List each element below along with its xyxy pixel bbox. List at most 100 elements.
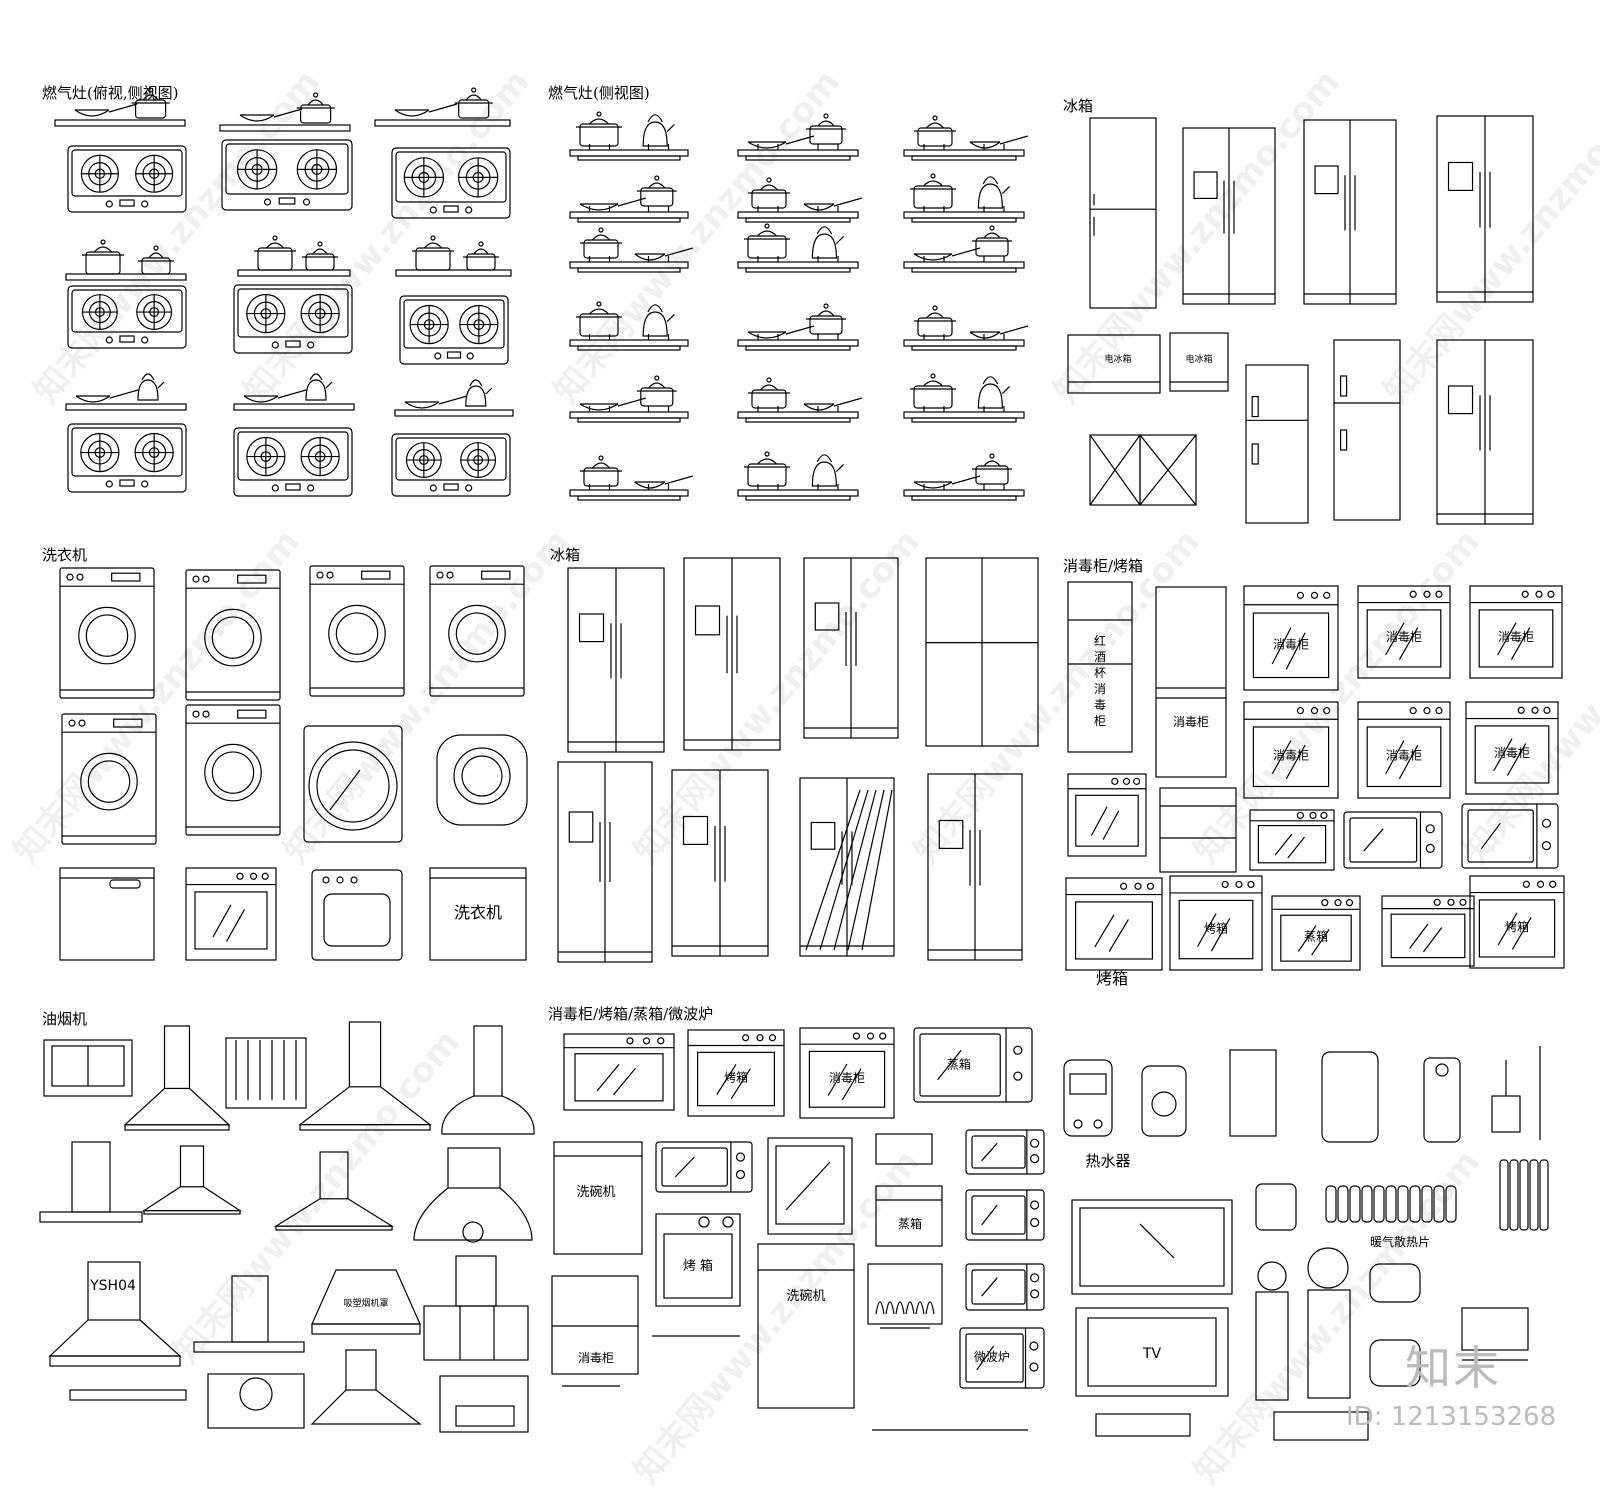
svg-text:蒸箱: 蒸箱 — [898, 1216, 922, 1231]
tea-set — [1461, 1307, 1529, 1361]
svg-text:暖气散热片: 暖气散热片 — [1370, 1234, 1430, 1249]
svg-text:蒸箱: 蒸箱 — [1304, 928, 1328, 943]
image-id: ID: 1213153268 — [1346, 1402, 1557, 1432]
water-heater — [1141, 1065, 1187, 1137]
cookware-on-stove — [233, 373, 355, 411]
water-heater — [1423, 1057, 1461, 1143]
svg-text:蒸箱: 蒸箱 — [947, 1057, 971, 1072]
cookware-on-stove — [219, 92, 351, 132]
disinfect-double: 消毒柜 — [551, 1275, 639, 1375]
svg-text:消毒柜: 消毒柜 — [1498, 630, 1534, 644]
refrigerator — [1436, 339, 1534, 525]
oven-dial: 烤 箱 — [655, 1213, 741, 1307]
flat-tv — [1071, 1199, 1233, 1295]
washer-label-box: 洗衣机 — [429, 867, 527, 961]
svg-text:消: 消 — [1094, 682, 1106, 696]
gas-tank — [1255, 1183, 1297, 1231]
svg-text:TV: TV — [1142, 1346, 1162, 1362]
oven-cabinet — [1249, 809, 1335, 871]
mini-oven — [311, 869, 403, 961]
gas-stove-top-view — [67, 423, 187, 493]
oven-cabinet — [1067, 773, 1147, 857]
svg-text:酒: 酒 — [1094, 650, 1106, 664]
microwave — [1343, 811, 1443, 869]
gas-stove-top-view — [67, 285, 187, 349]
refrigerator — [1436, 115, 1534, 303]
oven-cabinet: 烤箱 — [1469, 875, 1565, 969]
oven-cabinet: 消毒柜 — [1465, 701, 1559, 795]
cookware-on-stove — [394, 379, 514, 417]
refrigerator — [1333, 339, 1401, 521]
refrigerator — [927, 773, 1023, 961]
gas-stove-top-view — [391, 147, 511, 219]
gas-stove-side-view — [569, 227, 694, 273]
cookware-on-stove — [65, 239, 187, 281]
washing-machine — [59, 567, 155, 699]
fridge-plan-boxes — [1089, 434, 1197, 506]
gas-stove-side-view — [737, 113, 859, 161]
gas-stove-side-view — [737, 377, 863, 423]
microwave — [655, 1141, 753, 1193]
hood-ysh04: YSH04 — [48, 1261, 182, 1367]
oven-cabinet: 消毒柜 — [1357, 585, 1451, 679]
oven-square — [767, 1137, 853, 1235]
section-title-gas-stove-top-side: 燃气灶(俯视,侧视图) — [42, 84, 179, 102]
steam-box — [1159, 787, 1237, 873]
brand-logo: 知末 — [1405, 1341, 1501, 1395]
refrigerator — [557, 761, 653, 963]
dishwasher-front — [59, 867, 155, 961]
gas-stove-side-view — [903, 305, 1029, 351]
gas-stove-top-view — [67, 145, 187, 213]
gas-stove-side-view — [903, 225, 1025, 273]
hood-curtain — [225, 1037, 307, 1109]
microwave — [965, 1189, 1045, 1241]
gas-stove-side-view — [903, 173, 1025, 223]
section-title-washer: 洗衣机 — [42, 546, 88, 564]
dvd-player — [1095, 1411, 1369, 1441]
hood-arched — [413, 1147, 533, 1243]
front-loader — [303, 725, 403, 843]
refrigerator — [803, 557, 899, 739]
water-dispenser — [1307, 1247, 1351, 1399]
disinfect-cabinet-tall: 消毒柜 — [1155, 586, 1227, 778]
hood-slim — [193, 1275, 305, 1353]
washing-machine — [429, 565, 525, 697]
radiator-tall — [1499, 1159, 1549, 1231]
refrigerator — [683, 557, 781, 751]
svg-text:消毒柜: 消毒柜 — [1173, 715, 1209, 729]
cookware-on-stove — [237, 235, 351, 277]
svg-text:烤箱: 烤箱 — [724, 1070, 748, 1085]
washing-machine — [61, 713, 157, 845]
wall-washer — [436, 734, 528, 826]
gas-stove-side-view — [569, 375, 689, 423]
cookware-on-stove — [54, 87, 186, 127]
dish-rack — [867, 1263, 943, 1325]
oven-caption: 烤箱 — [1096, 969, 1128, 988]
svg-text:洗碗机: 洗碗机 — [576, 1184, 615, 1200]
microwave — [965, 1263, 1045, 1311]
radiator: 暖气散热片 — [1325, 1185, 1457, 1249]
svg-text:电冰箱: 电冰箱 — [1104, 353, 1131, 365]
oven-cabinet — [563, 1033, 675, 1111]
range-hood — [298, 1021, 432, 1131]
section-title-appliances: 消毒柜/烤箱/蒸箱/微波炉 — [548, 1005, 714, 1023]
svg-text:洗碗机: 洗碗机 — [786, 1288, 825, 1304]
hood-tower — [39, 1141, 143, 1223]
gas-stove-side-view — [737, 451, 859, 501]
gas-stove-side-view — [569, 111, 689, 161]
gas-stove-top-view — [233, 427, 353, 497]
svg-text:YSH04: YSH04 — [89, 1278, 136, 1294]
microwave — [1461, 803, 1559, 869]
microwave — [965, 1129, 1045, 1175]
washing-machine — [185, 704, 281, 836]
crt-tv: TV — [1075, 1307, 1229, 1397]
section-title-gas-stove-side: 燃气灶(侧视图) — [548, 84, 650, 102]
cookware-on-stove — [395, 235, 512, 277]
svg-text:消毒柜: 消毒柜 — [578, 1351, 614, 1365]
svg-text:烤 箱: 烤 箱 — [683, 1258, 713, 1274]
oven-cabinet — [1381, 895, 1475, 967]
section-title-range-hood: 油烟机 — [42, 1010, 88, 1028]
water-dispenser — [1255, 1261, 1289, 1401]
gas-stove-side-view — [737, 303, 859, 351]
